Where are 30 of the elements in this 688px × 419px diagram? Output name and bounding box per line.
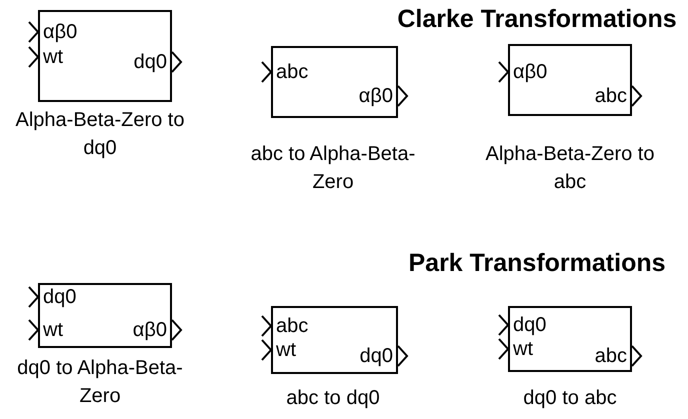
block-caption: dq0 to abc [522, 386, 618, 411]
transform-block [508, 306, 632, 372]
input-port-label: αβ0 [513, 62, 548, 82]
output-port-label: αβ0 [132, 320, 167, 340]
input-port-label: αβ0 [43, 22, 78, 42]
block-caption: abc to Alpha-Beta-Zero [250, 142, 416, 195]
input-port-label: dq0 [43, 287, 76, 307]
transform-block [38, 10, 172, 102]
block-caption: dq0 to Alpha-Beta-Zero [16, 356, 184, 409]
input-port-label: wt [276, 340, 296, 360]
output-port-label: abc [594, 86, 627, 106]
input-port-label: wt [43, 47, 63, 67]
output-port-label: dq0 [360, 346, 393, 366]
block-caption: abc to dq0 [285, 386, 381, 411]
diagram-title: Clarke Transformations [397, 5, 677, 34]
output-port-label: αβ0 [358, 86, 393, 106]
input-port-label: wt [513, 339, 533, 359]
section-heading: Park Transformations [408, 249, 666, 278]
transform-block [508, 44, 632, 116]
input-port-label: dq0 [513, 315, 546, 335]
block-caption: Alpha-Beta-Zero to dq0 [15, 108, 185, 161]
transform-block [38, 283, 172, 348]
output-port-label: dq0 [134, 52, 167, 72]
input-port-label: abc [276, 316, 308, 336]
transform-block [271, 46, 398, 118]
output-port-label: abc [594, 346, 627, 366]
transform-block [271, 306, 398, 374]
input-port-label: abc [276, 62, 308, 82]
input-port-label: wt [43, 320, 63, 340]
block-caption: Alpha-Beta-Zero to abc [485, 142, 655, 195]
